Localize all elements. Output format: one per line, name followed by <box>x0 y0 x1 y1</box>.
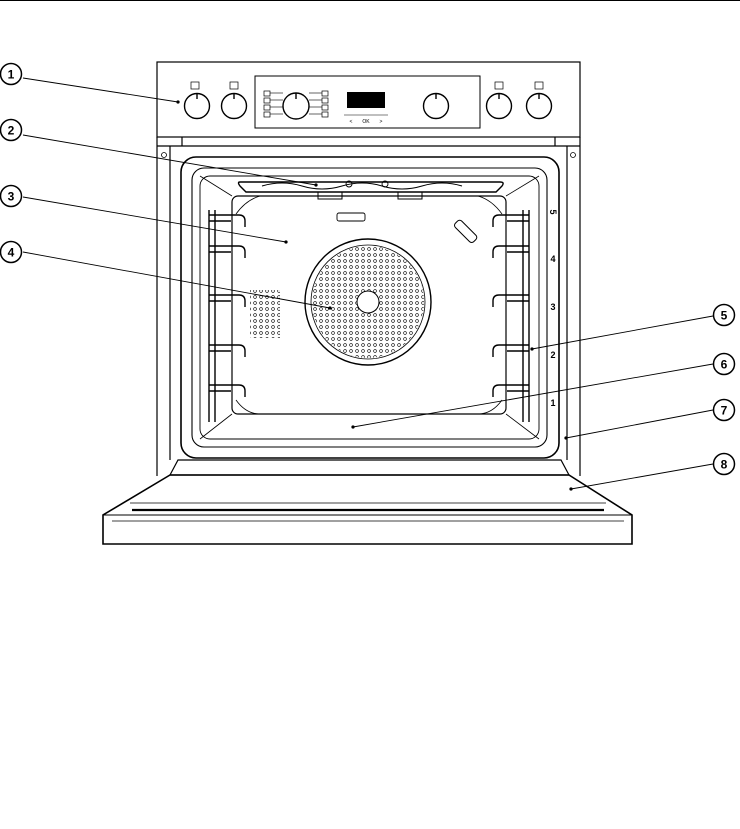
callout-2: 2 <box>1 120 22 141</box>
shelf-level-3: 3 <box>550 302 555 312</box>
fan-cover <box>305 239 431 365</box>
function-knob-icon[interactable] <box>185 82 210 119</box>
svg-text:4: 4 <box>8 246 15 260</box>
svg-text:1: 1 <box>8 68 15 82</box>
callout-8: 8 <box>714 454 735 475</box>
shelf-level-4: 4 <box>550 254 555 264</box>
program-selector-icon[interactable] <box>283 93 309 119</box>
left-shelf-runners <box>209 210 245 422</box>
svg-text:2: 2 <box>8 124 15 138</box>
shelf-level-1: 1 <box>550 398 555 408</box>
display-left-label[interactable]: < <box>350 119 353 125</box>
callout-3: 3 <box>1 186 22 207</box>
control-panel: < OK > <box>157 62 580 137</box>
display-right-label[interactable]: > <box>380 119 383 125</box>
callout-5: 5 <box>714 305 735 326</box>
right-program-buttons[interactable] <box>322 91 328 117</box>
callout-7: 7 <box>714 400 735 421</box>
svg-text:8: 8 <box>721 458 728 472</box>
display-screen <box>347 92 385 108</box>
callout-1: 1 <box>1 64 22 85</box>
callout-4: 4 <box>1 242 22 263</box>
display-ok-label[interactable]: OK <box>362 119 370 125</box>
secondary-knob-icon[interactable] <box>222 82 247 119</box>
right-shelf-runners <box>493 210 529 422</box>
svg-text:5: 5 <box>721 309 728 323</box>
callout-6: 6 <box>714 354 735 375</box>
shelf-level-2: 2 <box>550 350 555 360</box>
duration-knob-icon[interactable] <box>527 82 552 119</box>
svg-text:7: 7 <box>721 404 728 418</box>
shelf-level-5: 5 <box>548 209 558 214</box>
svg-text:6: 6 <box>721 358 728 372</box>
svg-text:3: 3 <box>8 190 15 204</box>
timer-knob-icon[interactable] <box>487 82 512 119</box>
temperature-knob-icon[interactable] <box>424 93 449 119</box>
oven-door <box>103 460 632 544</box>
left-program-buttons[interactable] <box>264 91 270 117</box>
